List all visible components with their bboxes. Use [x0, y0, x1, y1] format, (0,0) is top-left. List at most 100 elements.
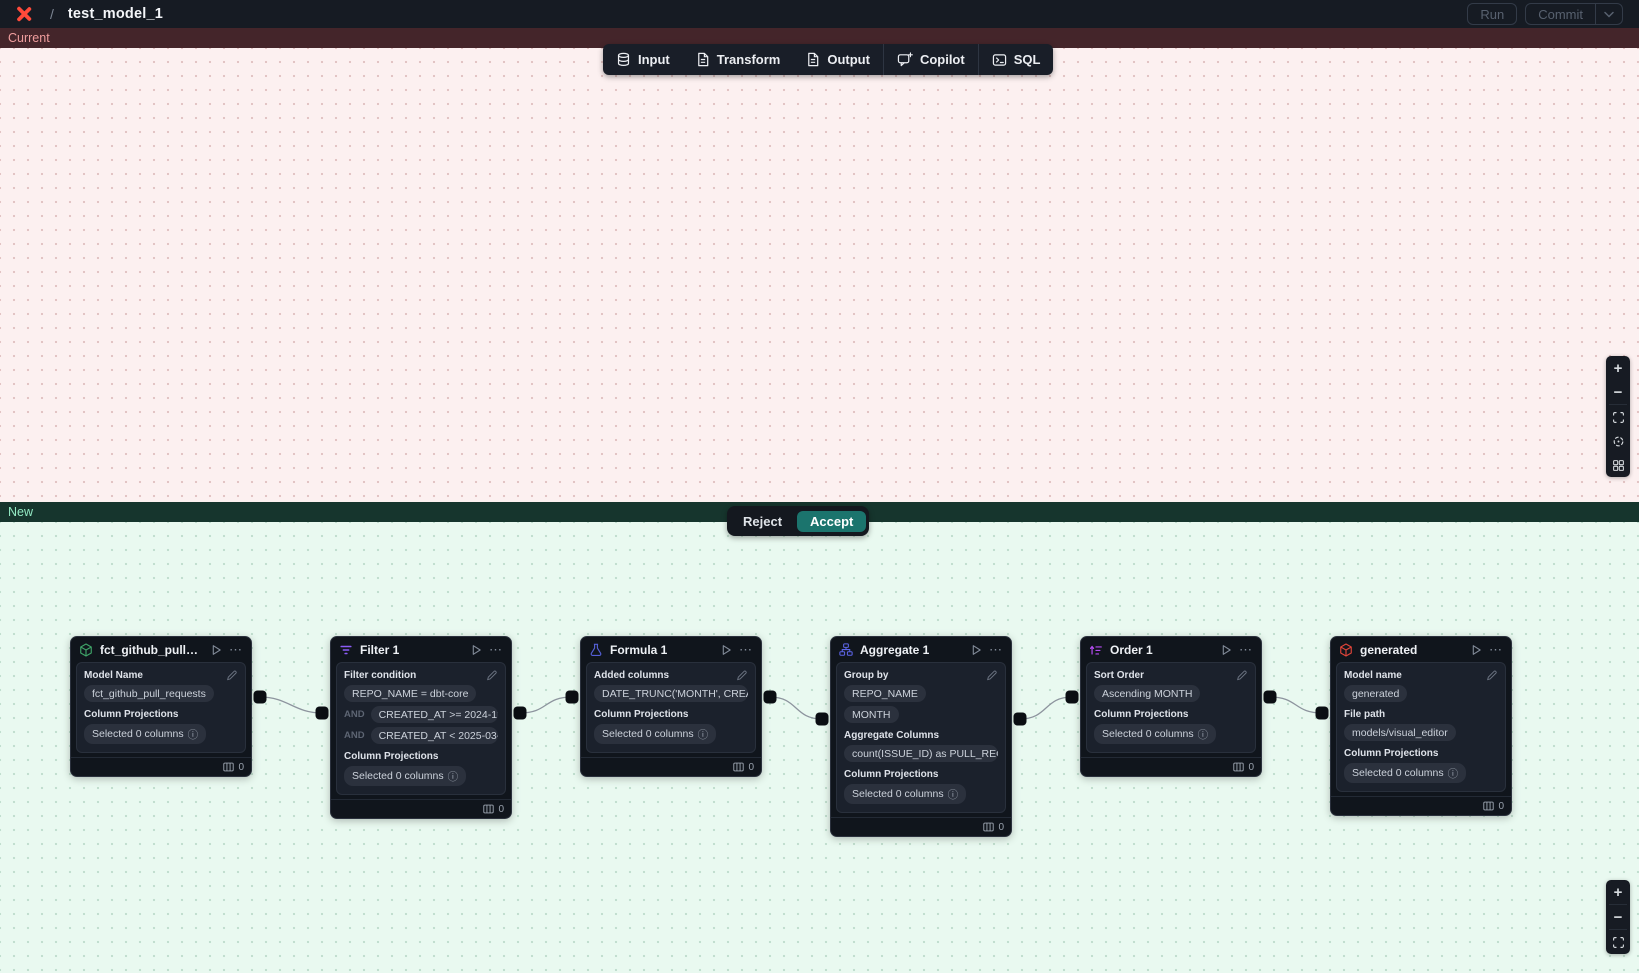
- value-pill[interactable]: CREATED_AT < 2025-03-01: [370, 727, 498, 744]
- connection-handle[interactable]: [253, 690, 267, 704]
- connection-handle[interactable]: [1315, 706, 1329, 720]
- play-icon[interactable]: [211, 644, 222, 656]
- toolbar-copilot-button[interactable]: Copilot: [884, 44, 978, 75]
- more-options-icon[interactable]: ⋯: [489, 641, 503, 657]
- section-label: File path: [1344, 709, 1386, 720]
- edge: [1269, 696, 1323, 714]
- focus-lock-icon: [1613, 436, 1623, 446]
- current-canvas[interactable]: [0, 48, 1639, 502]
- node-toolbar: Input Transform Output Copilot: [603, 44, 1054, 75]
- connection-handle[interactable]: [1013, 712, 1027, 726]
- node-fct-github-pull-requests[interactable]: fct_github_pull_requests ⋯ Model Name fc…: [70, 636, 252, 777]
- edit-pencil-icon[interactable]: [1236, 669, 1248, 681]
- node-title: fct_github_pull_requests: [100, 642, 204, 657]
- toolbar-sql-button[interactable]: SQL: [979, 44, 1054, 75]
- more-options-icon[interactable]: ⋯: [229, 641, 243, 657]
- connection-handle[interactable]: [315, 706, 329, 720]
- value-pill[interactable]: REPO_NAME: [844, 685, 926, 702]
- tile-view-button[interactable]: [1606, 453, 1630, 477]
- node-order-1[interactable]: Order 1 ⋯ Sort Order Ascending MONTH Col…: [1080, 636, 1262, 777]
- value-pill[interactable]: REPO_NAME = dbt-core: [344, 685, 477, 702]
- play-icon[interactable]: [721, 644, 732, 656]
- more-options-icon[interactable]: ⋯: [1489, 641, 1503, 657]
- zoom-in-button[interactable]: +: [1613, 359, 1623, 377]
- reject-button[interactable]: Reject: [743, 513, 783, 529]
- current-zoom-panel: + −: [1606, 356, 1630, 477]
- focus-lock-button[interactable]: [1606, 429, 1630, 453]
- edit-pencil-icon[interactable]: [736, 669, 748, 681]
- more-options-icon[interactable]: ⋯: [989, 641, 1003, 657]
- play-icon[interactable]: [471, 644, 482, 656]
- node-filter-1[interactable]: Filter 1 ⋯ Filter condition REPO_NAME = …: [330, 636, 512, 819]
- run-button[interactable]: Run: [1467, 3, 1518, 25]
- connection-handle[interactable]: [513, 706, 527, 720]
- toolbar-input-label: Input: [638, 52, 670, 67]
- info-icon[interactable]: ⓘ: [697, 728, 709, 741]
- edit-pencil-icon[interactable]: [986, 669, 998, 681]
- edit-pencil-icon[interactable]: [1486, 669, 1498, 681]
- connection-handle[interactable]: [1263, 690, 1277, 704]
- value-pill[interactable]: MONTH: [844, 706, 899, 723]
- section-label: Column Projections: [844, 769, 939, 780]
- info-icon[interactable]: ⓘ: [947, 788, 959, 801]
- fit-view-button[interactable]: [1606, 930, 1630, 954]
- value-pill[interactable]: Ascending MONTH: [1094, 685, 1201, 702]
- play-icon[interactable]: [1471, 644, 1482, 656]
- zoom-in-button[interactable]: +: [1613, 883, 1623, 901]
- section-label: Aggregate Columns: [844, 730, 940, 741]
- top-bar: / test_model_1 Run Commit: [0, 0, 1639, 28]
- connection-handle[interactable]: [815, 712, 829, 726]
- value-pill[interactable]: fct_github_pull_requests: [84, 685, 214, 702]
- info-icon[interactable]: ⓘ: [447, 770, 459, 783]
- toolbar-copilot-label: Copilot: [919, 52, 965, 67]
- connection-handle[interactable]: [565, 690, 579, 704]
- value-pill[interactable]: models/visual_editor: [1344, 724, 1456, 741]
- node-aggregate-1[interactable]: Aggregate 1 ⋯ Group by REPO_NAME MONTH A…: [830, 636, 1012, 837]
- section-label: Group by: [844, 670, 889, 681]
- commit-dropdown-button[interactable]: [1595, 4, 1622, 24]
- connection-handle[interactable]: [763, 690, 777, 704]
- node-formula-1[interactable]: Formula 1 ⋯ Added columns DATE_TRUNC('MO…: [580, 636, 762, 777]
- fit-view-icon: [1612, 411, 1624, 423]
- toolbar-input-button[interactable]: Input: [603, 44, 683, 75]
- zoom-out-button[interactable]: −: [1613, 908, 1623, 926]
- info-icon[interactable]: ⓘ: [1197, 728, 1209, 741]
- node-generated[interactable]: generated ⋯ Model name generated File pa…: [1330, 636, 1512, 816]
- play-icon[interactable]: [1221, 644, 1232, 656]
- more-options-icon[interactable]: ⋯: [739, 641, 753, 657]
- fit-view-button[interactable]: [1606, 405, 1630, 429]
- toolbar-output-button[interactable]: Output: [793, 44, 883, 75]
- value-pill[interactable]: DATE_TRUNC('MONTH', CREATED_AT…: [594, 685, 748, 702]
- dbt-logo-icon[interactable]: [14, 4, 34, 24]
- edit-pencil-icon[interactable]: [486, 669, 498, 681]
- document-icon: [697, 52, 709, 67]
- connection-handle[interactable]: [1065, 690, 1079, 704]
- edit-pencil-icon[interactable]: [226, 669, 238, 681]
- zoom-out-button[interactable]: −: [1613, 383, 1623, 401]
- node-header-actions: ⋯: [211, 641, 243, 657]
- panel-divider: [1609, 904, 1627, 905]
- info-icon[interactable]: ⓘ: [1447, 767, 1459, 780]
- edge: [1019, 696, 1073, 720]
- value-pill[interactable]: count(ISSUE_ID) as PULL_REQUEST_…: [844, 745, 998, 762]
- value-pill[interactable]: CREATED_AT >= 2024-12-01: [370, 706, 498, 723]
- play-icon[interactable]: [971, 644, 982, 656]
- toolbar-transform-label: Transform: [716, 52, 781, 67]
- info-icon[interactable]: ⓘ: [187, 728, 199, 741]
- edge: [769, 696, 823, 720]
- node-header: Formula 1 ⋯: [581, 637, 761, 662]
- toolbar-transform-button[interactable]: Transform: [683, 44, 794, 75]
- commit-button[interactable]: Commit: [1538, 6, 1583, 22]
- accept-button[interactable]: Accept: [797, 510, 867, 532]
- value-pill[interactable]: generated: [1344, 685, 1408, 702]
- more-options-icon[interactable]: ⋯: [1239, 641, 1253, 657]
- condition-operator: AND: [344, 730, 365, 741]
